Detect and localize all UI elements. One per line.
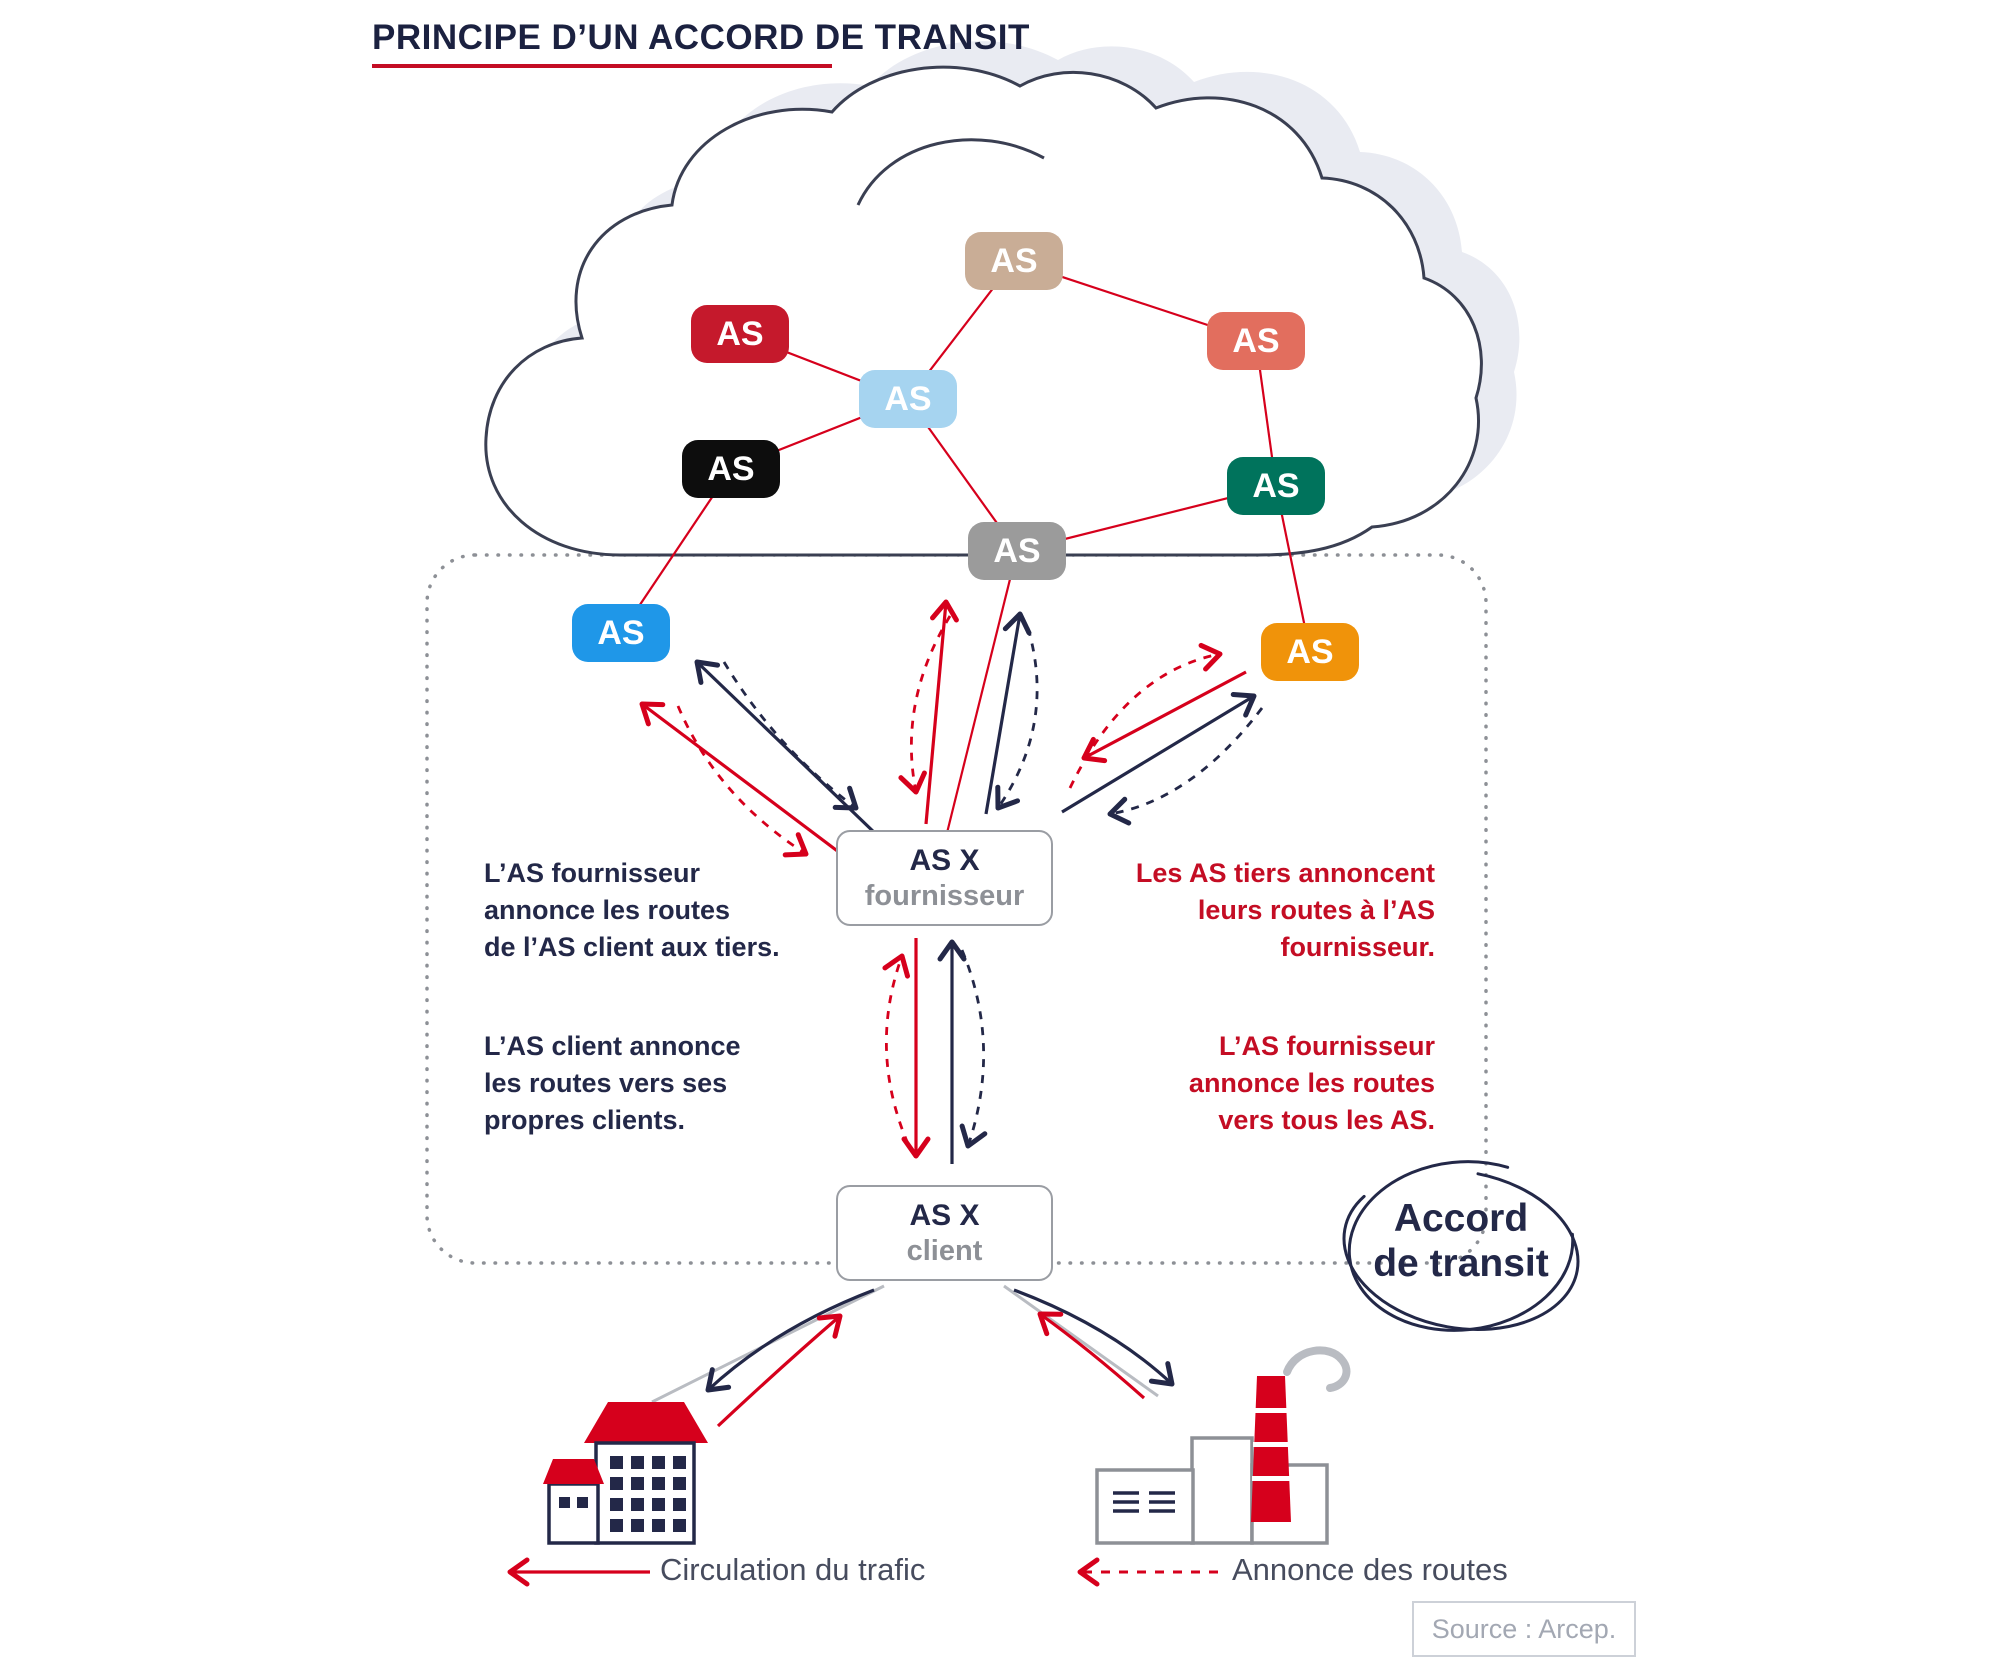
as-node-beige: AS bbox=[965, 232, 1063, 290]
annotation-fournisseur-announces: L’AS fournisseur annonce les routes de l… bbox=[484, 858, 780, 962]
arrows-fournisseur-orange-as bbox=[1061, 642, 1264, 826]
arrows-fournisseur-client bbox=[882, 938, 988, 1164]
legend-traffic-label: Circulation du trafic bbox=[660, 1552, 926, 1587]
as-node-orange: AS bbox=[1261, 623, 1359, 681]
stamp-circle bbox=[1342, 1160, 1580, 1332]
as-node-black: AS bbox=[682, 440, 780, 498]
as-x-fournisseur-box: AS X fournisseur bbox=[836, 830, 1053, 926]
transit-agreement-stamp: Accord de transit bbox=[1373, 1197, 1549, 1285]
as-node-blue: AS bbox=[572, 604, 670, 662]
factory-icon bbox=[1095, 1346, 1351, 1545]
as-node-gray: AS bbox=[968, 522, 1066, 580]
annotation-tiers-announce: Les AS tiers annoncent leurs routes à l’… bbox=[1135, 858, 1435, 962]
as-node-lightblue: AS bbox=[859, 370, 957, 428]
as-node-red: AS bbox=[691, 305, 789, 363]
title-underline bbox=[372, 64, 832, 68]
as-node-salmon: AS bbox=[1207, 312, 1305, 370]
arrows-fournisseur-blue-as bbox=[639, 659, 880, 864]
as-x-fournisseur-title: AS X bbox=[909, 844, 980, 877]
as-node-teal: AS bbox=[1227, 457, 1325, 515]
source-label: Source : Arcep. bbox=[1431, 1613, 1617, 1644]
legend-routes-label: Annonce des routes bbox=[1232, 1552, 1508, 1587]
office-building-icon bbox=[543, 1402, 708, 1545]
arrows-fournisseur-gray-as bbox=[898, 599, 1039, 825]
annotation-fournisseur-announces-all: L’AS fournisseur annonce les routes vers… bbox=[1188, 1031, 1435, 1135]
arrows-client-endpoints bbox=[651, 1284, 1175, 1428]
page-title: PRINCIPE D’UN ACCORD DE TRANSIT bbox=[372, 18, 1030, 57]
as-x-fournisseur-subtitle: fournisseur bbox=[864, 880, 1025, 912]
as-x-client-title: AS X bbox=[909, 1199, 980, 1232]
annotation-client-announces: L’AS client annonce les routes vers ses … bbox=[484, 1031, 741, 1135]
cloud-icon bbox=[484, 41, 1520, 557]
as-x-client-box: AS X client bbox=[836, 1185, 1053, 1281]
as-x-client-subtitle: client bbox=[906, 1235, 983, 1267]
source-box: Source : Arcep. bbox=[1412, 1601, 1636, 1657]
